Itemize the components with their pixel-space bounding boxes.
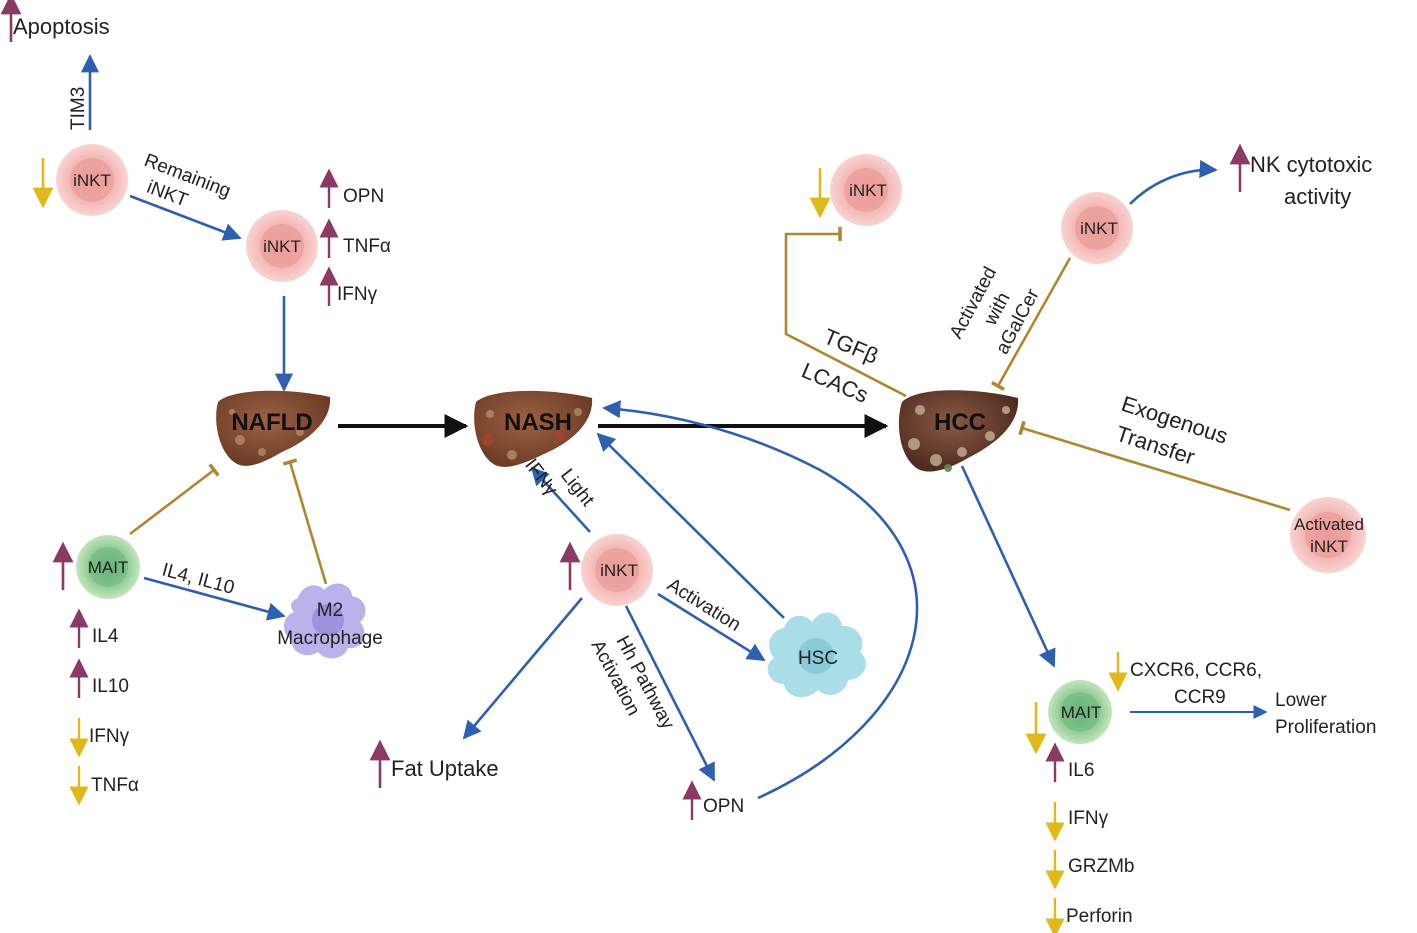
m2-macrophage: M2 Macrophage: [277, 583, 383, 659]
opn-label: OPN: [703, 796, 744, 817]
mait-cell-nafld: MAIT: [76, 535, 140, 599]
marker-tnfa: TNFα: [343, 236, 391, 257]
inkt-label: iNKT: [849, 181, 887, 200]
remaining-inkt-label: Remaining iNKT: [141, 150, 233, 212]
remaining-inkt-markers: OPN TNFα IFNγ: [319, 168, 391, 306]
macrophage-label: Macrophage: [277, 628, 383, 649]
hh-pathway-arrow: [624, 605, 716, 782]
mait-nafld-markers: IL4 IL10 IFNγ TNFα: [69, 608, 139, 806]
light-ifng-arrow: [530, 466, 591, 533]
fat-uptake-outcome: Fat Uptake: [369, 739, 499, 788]
tgfb-label: TGFβ: [820, 324, 882, 369]
mait-label: MAIT: [88, 558, 129, 577]
mait-label: MAIT: [1061, 703, 1102, 722]
remaining-inkt-arrow: [129, 194, 242, 241]
nk-activity-arrow: [1129, 159, 1218, 205]
mait-hcc-markers: IL6 IFNγ GRZMb Perforin: [1045, 742, 1135, 933]
cxcr6-label: CXCR6, CCR6,: [1130, 660, 1262, 681]
marker-opn: OPN: [343, 186, 384, 207]
exogenous-transfer-label: Exogenous Transfer: [1113, 391, 1231, 470]
inkt-cell-remaining: iNKT: [246, 210, 318, 282]
svg-text:IL10: IL10: [92, 676, 129, 697]
mait-inhibits-nafld-line: [129, 463, 220, 536]
apoptosis-outcome: Apoptosis: [0, 0, 110, 42]
inkt-label: iNKT: [263, 237, 301, 256]
inkt-cell-top: iNKT: [56, 144, 128, 216]
activated-inkt-cell: Activated iNKT: [1290, 497, 1366, 573]
svg-text:IL4: IL4: [92, 626, 119, 647]
tgfb-inhibits-inkt-line: [784, 227, 907, 398]
nash-label: NASH: [504, 409, 572, 436]
svg-text:IL6: IL6: [1068, 760, 1094, 781]
inkt-label: iNKT: [1080, 219, 1118, 238]
svg-text:TNFα: TNFα: [91, 775, 139, 796]
svg-text:Perforin: Perforin: [1066, 906, 1133, 927]
svg-text:GRZMb: GRZMb: [1068, 856, 1135, 877]
ccr9-label: CCR9: [1174, 687, 1226, 708]
inkt-cell-hcc-agalcer: iNKT: [1061, 192, 1133, 264]
svg-text:Light: Light: [556, 465, 598, 511]
activated-label: Activated: [1294, 515, 1364, 534]
tim3-label: TIM3: [68, 87, 89, 130]
fat-uptake-label: Fat Uptake: [391, 756, 499, 781]
inkt-label: iNKT: [600, 561, 638, 580]
hcc-to-mait-arrow: [960, 465, 1056, 668]
svg-text:IFNγ: IFNγ: [89, 726, 130, 747]
opn-to-nash-curve-arrow: [602, 400, 919, 800]
activation-arrow: [657, 592, 766, 662]
svg-text:IFNγ: IFNγ: [1068, 808, 1109, 829]
liver-nash: NASH: [474, 390, 593, 467]
marker-ifng: IFNγ: [337, 284, 378, 305]
apoptosis-label: Apoptosis: [13, 14, 110, 39]
m2-label: M2: [317, 600, 343, 621]
liver-hcc: HCC: [898, 390, 1019, 472]
inkt-label: iNKT: [1310, 537, 1348, 556]
nk-cytotoxic-label: NK cytotoxic: [1250, 152, 1372, 177]
hcc-label: HCC: [934, 409, 986, 436]
proliferation-label: Proliferation: [1275, 717, 1376, 738]
hsc-cell: HSC: [767, 612, 866, 698]
lcacs-label: LCACs: [798, 358, 872, 408]
lower-label: Lower: [1275, 690, 1327, 711]
il4-il10-arrow: [143, 576, 286, 621]
activated-agalcer-label: Activated with aGalCer: [946, 263, 1044, 357]
inkt-cell-nash: iNKT: [581, 534, 653, 606]
opn-outcome: OPN: [682, 780, 744, 820]
fat-uptake-arrow: [462, 597, 583, 740]
inkt-cell-hcc-tgfb: iNKT: [830, 154, 902, 226]
hsc-to-nash-arrow: [596, 432, 785, 619]
nk-cytotoxic-outcome: NK cytotoxic activity: [1229, 143, 1372, 209]
hsc-label: HSC: [798, 648, 838, 669]
exogenous-transfer-inhibits-hcc-line: [1018, 420, 1291, 512]
inkt-label: iNKT: [73, 171, 111, 190]
mait-cell-hcc: MAIT: [1048, 680, 1112, 744]
liver-nafld: NAFLD: [216, 390, 331, 466]
nafld-label: NAFLD: [231, 409, 312, 436]
macrophage-inhibits-nafld-line: [282, 458, 328, 585]
nk-activity-label: activity: [1284, 184, 1351, 209]
agalcer-inhibits-hcc-line: [991, 257, 1072, 391]
